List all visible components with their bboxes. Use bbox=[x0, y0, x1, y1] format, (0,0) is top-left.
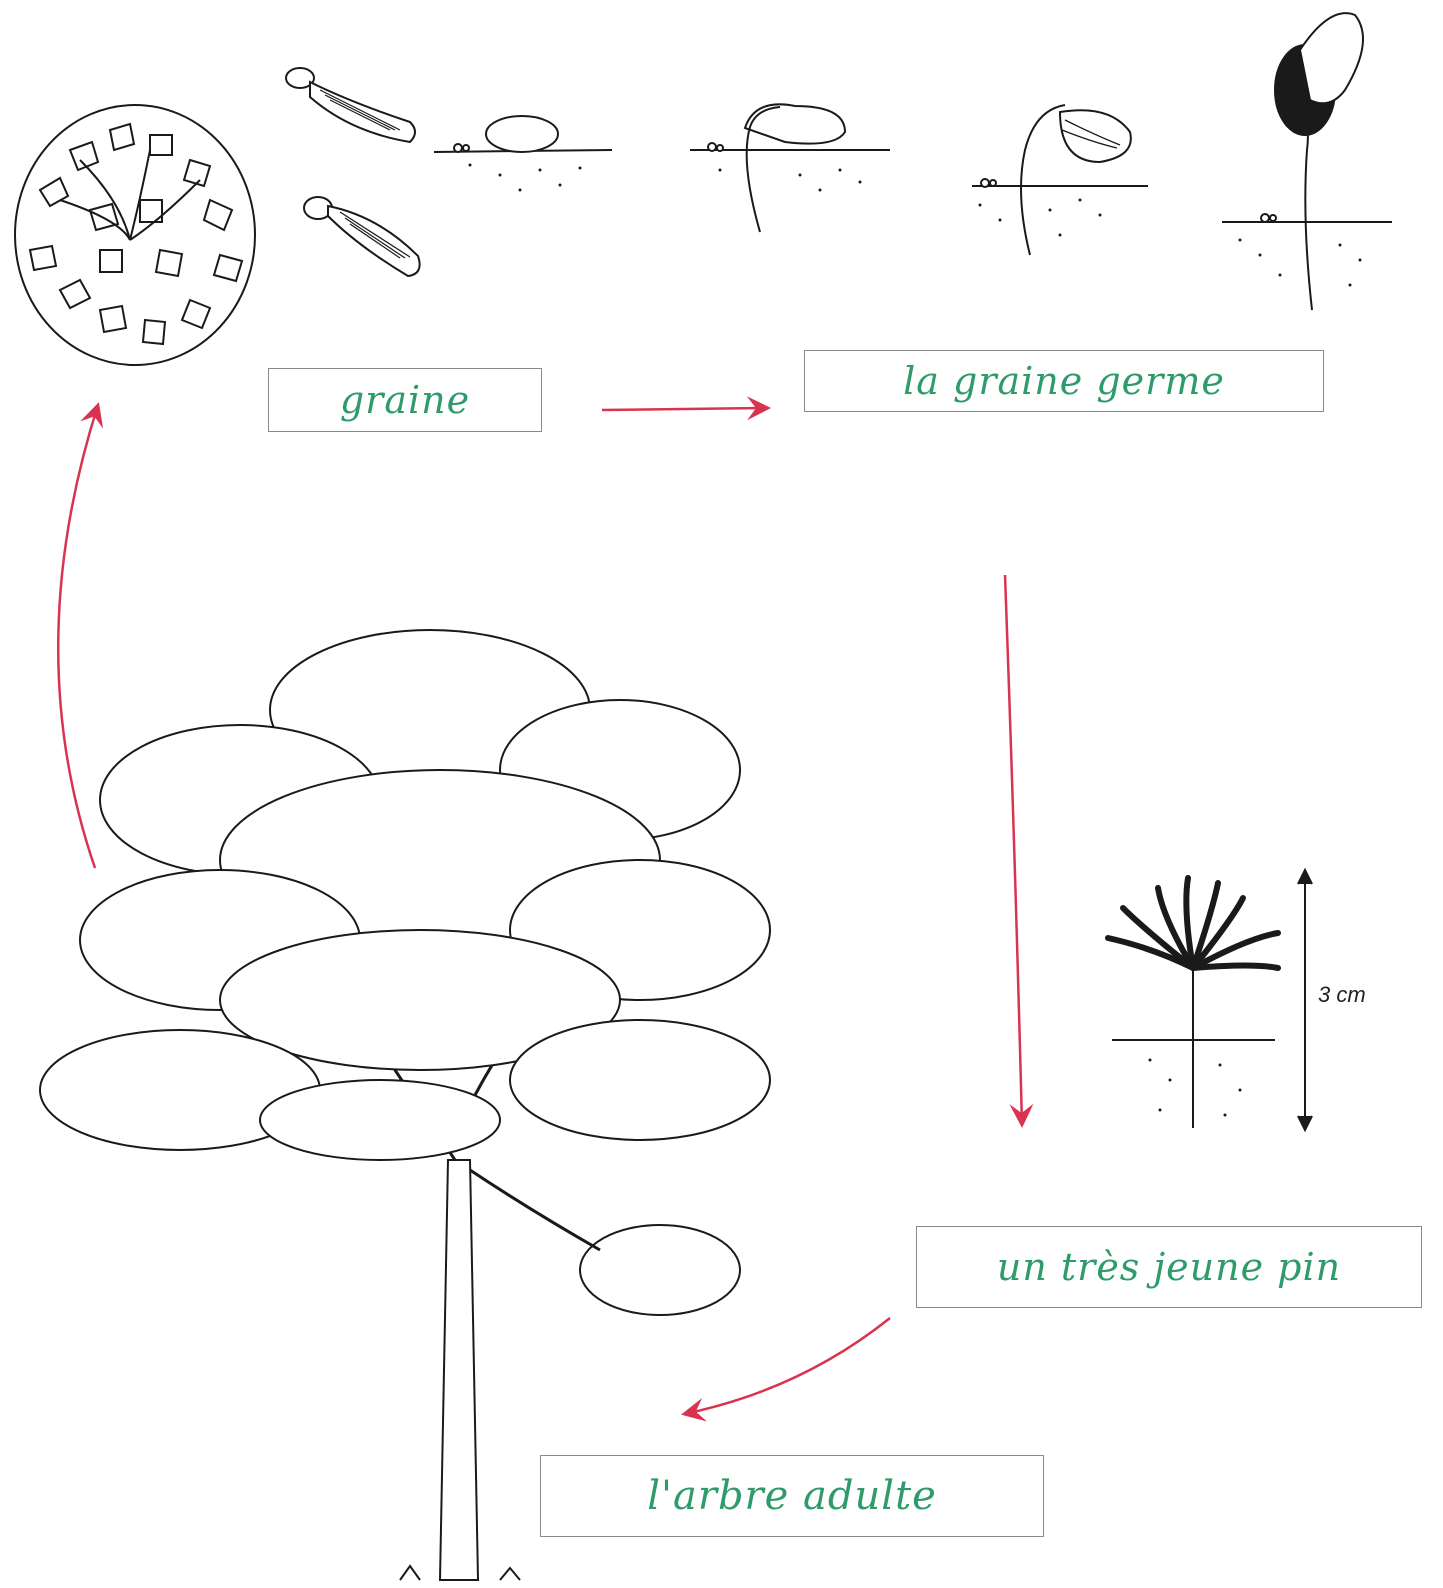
label-germinating: la graine germe bbox=[804, 350, 1324, 412]
label-adult-tree-text: l'arbre adulte bbox=[647, 1473, 937, 1519]
label-adult-tree: l'arbre adulte bbox=[540, 1455, 1044, 1537]
arrow-jeune-pin-to-arbre bbox=[684, 1318, 890, 1414]
germinating-seed-icon bbox=[434, 104, 1148, 255]
label-germinating-text: la graine germe bbox=[903, 359, 1225, 403]
scale-height-label: 3 cm bbox=[1318, 982, 1366, 1008]
label-young-pine: un très jeune pin bbox=[916, 1226, 1422, 1308]
pine-cone-icon bbox=[15, 105, 255, 365]
seedling-icon bbox=[1222, 13, 1392, 310]
arrow-arbre-to-graine bbox=[58, 405, 98, 868]
adult-tree-icon bbox=[40, 630, 770, 1580]
label-young-pine-text: un très jeune pin bbox=[997, 1245, 1341, 1289]
arrow-germe-to-jeune-pin bbox=[1005, 575, 1022, 1125]
young-pine-icon bbox=[1108, 870, 1312, 1130]
winged-seed-icon bbox=[286, 68, 420, 276]
label-seed-text: graine bbox=[340, 378, 470, 422]
label-seed: graine bbox=[268, 368, 542, 432]
arrow-graine-to-germe bbox=[602, 408, 768, 410]
